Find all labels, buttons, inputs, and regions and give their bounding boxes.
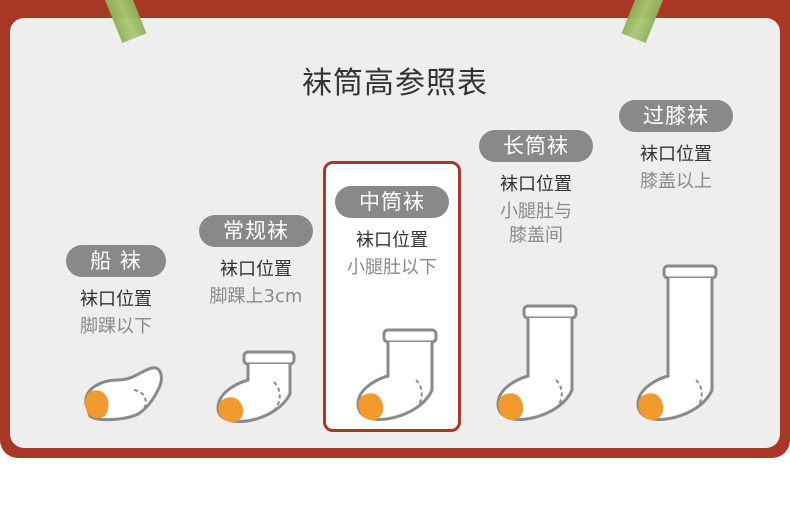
position-desc: 脚踝上3cm [209,286,303,307]
position-label: 袜口位置 [500,174,572,195]
sock-type-pill: 长筒袜 [479,130,593,162]
sock-card-boat: 船 袜 袜口位置 脚踝以下 [46,245,186,339]
sock-type-pill: 船 袜 [66,245,166,277]
position-label: 袜口位置 [220,259,292,280]
boat-sock-icon [84,366,163,422]
sock-type-pill: 过膝袜 [619,100,733,132]
sock-type-pill: 常规袜 [199,215,313,247]
position-label: 袜口位置 [640,144,712,165]
regular-sock-icon [216,350,296,423]
position-desc: 膝盖以上 [640,171,712,192]
position-desc: 小腿肚与 膝盖间 [500,201,572,246]
long-sock-icon [496,304,578,421]
sock-card-overknee: 过膝袜 袜口位置 膝盖以上 [606,100,746,194]
overknee-sock-icon [636,264,718,421]
position-desc: 小腿肚以下 [347,257,437,278]
position-label: 袜口位置 [80,289,152,310]
position-label: 袜口位置 [356,230,428,251]
sock-card-regular: 常规袜 袜口位置 脚踝上3cm [186,215,326,309]
sock-card-mid: 中筒袜 袜口位置 小腿肚以下 [323,161,461,432]
mid-sock-icon [356,328,438,421]
position-desc: 脚踝以下 [80,316,152,337]
sock-type-pill: 中筒袜 [335,186,449,218]
sock-card-long: 长筒袜 袜口位置 小腿肚与 膝盖间 [466,130,606,248]
page-title: 袜筒高参照表 [302,66,488,101]
